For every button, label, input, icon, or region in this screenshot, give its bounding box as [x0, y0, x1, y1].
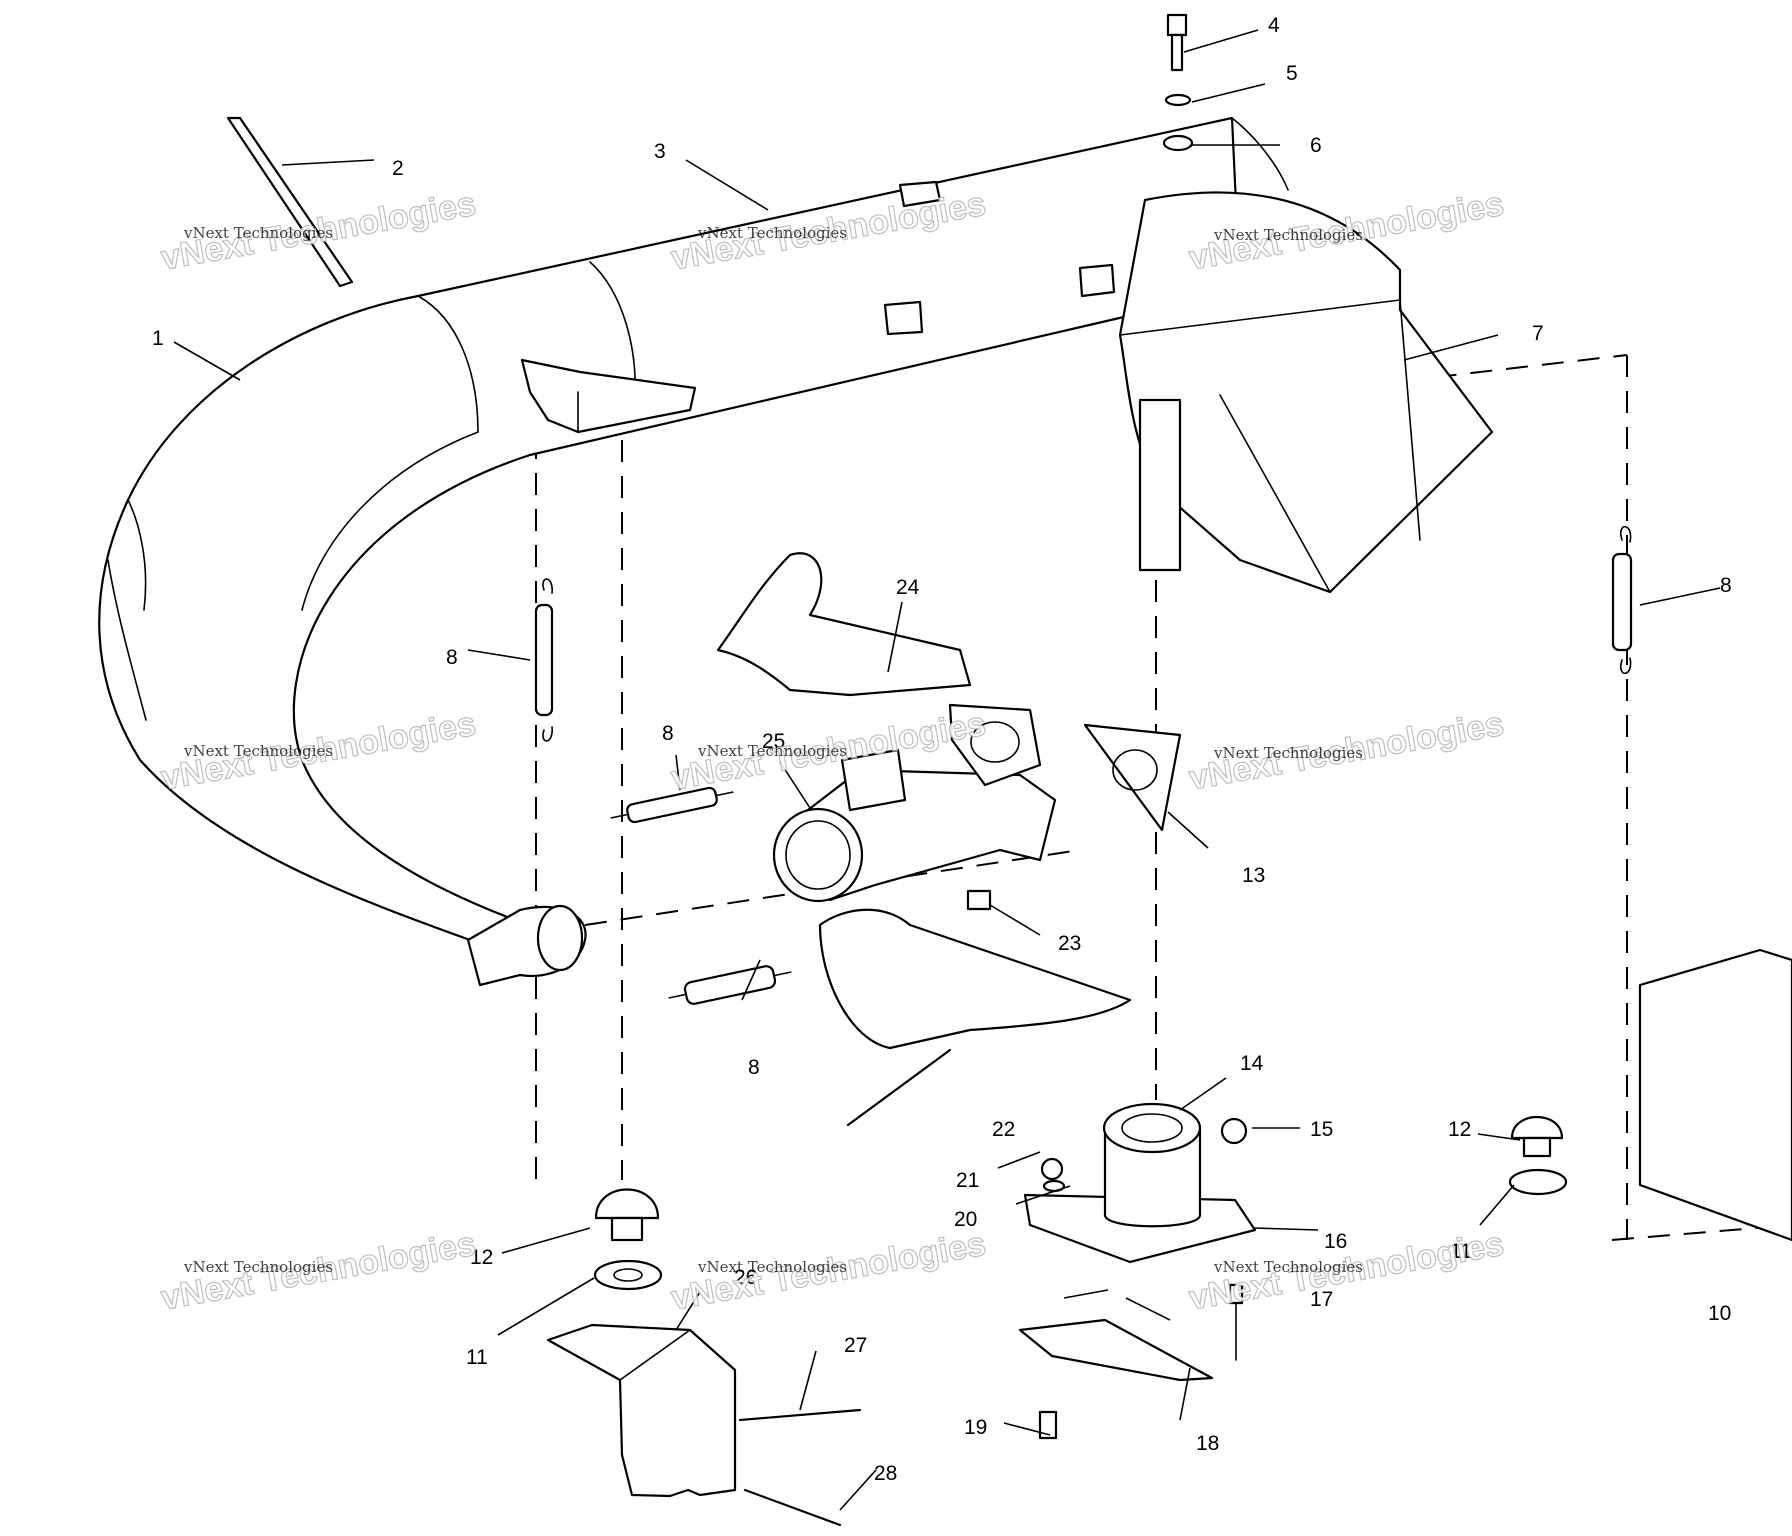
watermark-small: vNext Technologies [1213, 1258, 1363, 1276]
callout-label: 5 [1286, 62, 1298, 85]
expansion-chamber [98, 116, 1289, 987]
mount-brackets [546, 948, 1792, 1498]
engine-mount [1018, 1102, 1257, 1382]
heat-shields [716, 552, 1132, 1050]
callout-label: 26 [734, 1266, 757, 1289]
callout-label: 3 [654, 140, 666, 163]
silencer-heat-shield [1118, 191, 1494, 594]
alignment-lines [535, 140, 1792, 1241]
watermark-small: vNext Technologies [697, 224, 847, 242]
watermark-small: vNext Technologies [1213, 226, 1363, 244]
callout-label: 13 [1242, 864, 1265, 887]
cables [738, 1408, 862, 1527]
watermark-small: vNext Technologies [697, 742, 847, 760]
callout-label: 22 [992, 1118, 1015, 1141]
callout-label: 19 [964, 1416, 987, 1439]
watermark-small: vNext Technologies [697, 1258, 847, 1276]
spring-left [534, 578, 554, 742]
watermark-small: vNext Technologies [1213, 744, 1363, 762]
callout-label: 2 [392, 157, 404, 180]
callout-labels: 1 2 3 4 5 6 7 8 8 8 8 10 11 11 12 12 13 … [152, 14, 1732, 1485]
callout-label: 24 [896, 576, 920, 599]
watermark-small: vNext Technologies [183, 742, 333, 760]
spring-lower [668, 965, 792, 1005]
callout-label: 15 [1310, 1118, 1333, 1141]
callout-label: 18 [1196, 1432, 1219, 1455]
spring-right [1611, 525, 1633, 675]
leader-lines [173, 29, 1721, 1511]
callout-label: 28 [874, 1462, 897, 1485]
exhaust-manifold [772, 748, 1057, 903]
callout-label: 14 [1240, 1052, 1264, 1075]
callout-label: 10 [1708, 1302, 1731, 1325]
gaskets [948, 703, 1182, 832]
callout-label: 27 [844, 1334, 867, 1357]
callout-label: 11 [1450, 1240, 1472, 1263]
watermark-small: vNext Technologies [183, 1258, 333, 1276]
callout-label: 12 [470, 1246, 493, 1269]
callout-label: 20 [954, 1208, 977, 1231]
callout-label: 25 [762, 730, 785, 753]
callout-label: 8 [662, 722, 674, 745]
rubber-mounts [593, 1116, 1568, 1291]
callout-label: 7 [1532, 322, 1544, 345]
watermark-small: vNext Technologies [183, 224, 333, 242]
callout-label: 8 [748, 1056, 760, 1079]
callout-label: 1 [152, 327, 164, 350]
callout-label: 4 [1268, 14, 1280, 37]
callout-label: 8 [1720, 574, 1732, 597]
callout-label: 16 [1324, 1230, 1347, 1253]
callout-label: 11 [466, 1346, 488, 1369]
callout-label: 21 [956, 1169, 979, 1192]
callout-label: 6 [1310, 134, 1322, 157]
spring-upper [610, 786, 734, 824]
hardware [226, 13, 1248, 1440]
callout-label: 12 [1448, 1118, 1471, 1141]
callout-label: 17 [1310, 1288, 1333, 1311]
callout-label: 8 [446, 646, 458, 669]
callout-label: 23 [1058, 932, 1081, 955]
